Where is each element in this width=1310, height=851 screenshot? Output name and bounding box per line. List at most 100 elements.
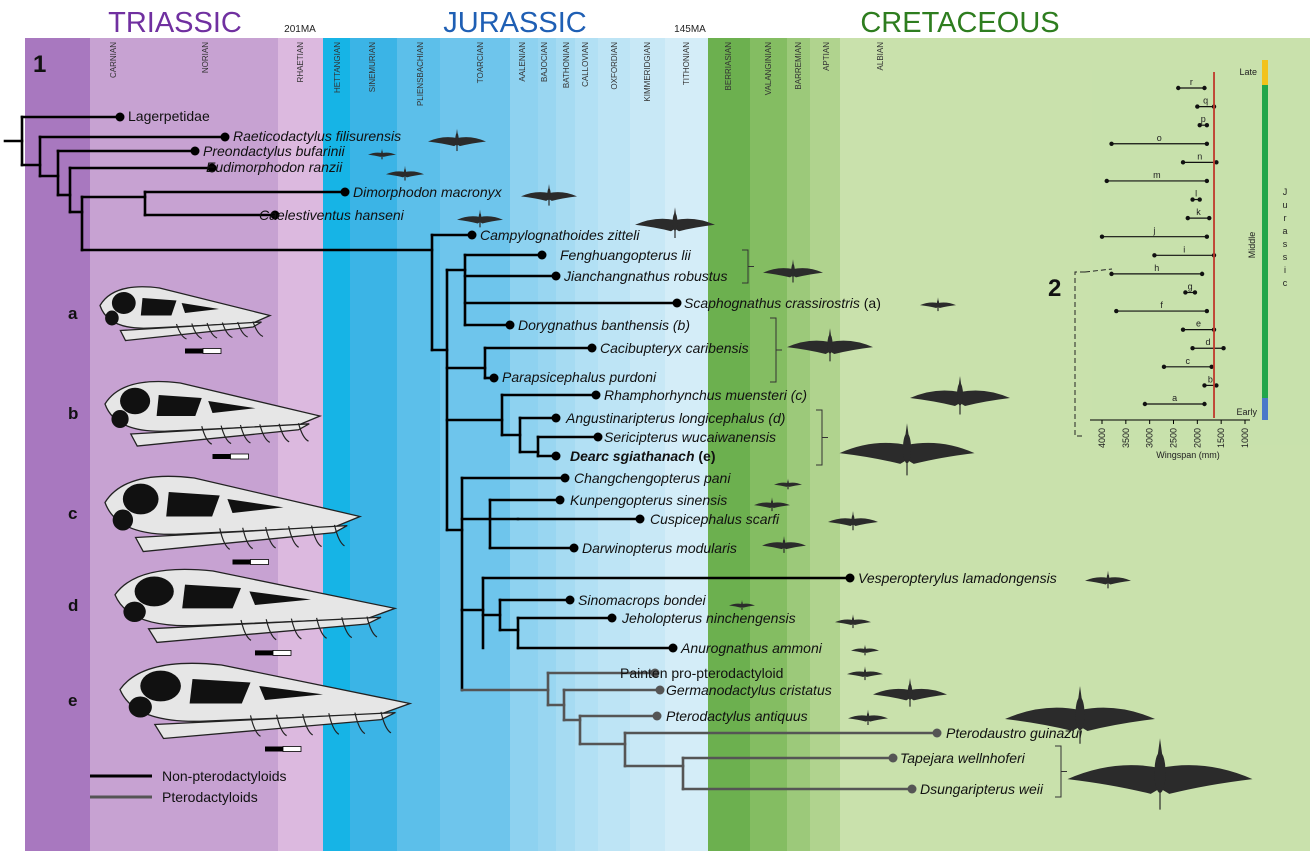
wingspan-row-label-m: m <box>1153 170 1161 180</box>
tree-tip-dot <box>116 113 125 122</box>
skull-label-e: e <box>68 691 77 710</box>
taxon-label: Raeticodactylus filisurensis <box>233 128 401 144</box>
tree-tip-dot <box>846 574 855 583</box>
taxon-label: Cuspicephalus scarfi <box>650 511 780 527</box>
wingspan-max-point-k <box>1207 216 1211 220</box>
skull-fenestra-antorbital <box>182 585 241 609</box>
period-letter: c <box>1283 278 1288 288</box>
wingspan-max-point-o <box>1205 142 1209 146</box>
taxon-label: Anurognathus ammoni <box>680 640 823 656</box>
skull-fenestra-temporal <box>105 311 119 326</box>
tree-tip-dot <box>566 596 575 605</box>
legend-non-pterodactyloid-label: Non-pterodactyloids <box>162 768 287 784</box>
taxon-label: Tapejara wellnhoferi <box>900 750 1026 766</box>
tree-tip-dot <box>889 754 898 763</box>
scale-bar-white <box>203 349 221 354</box>
period-letter: s <box>1283 239 1288 249</box>
period-letter: J <box>1283 187 1288 197</box>
taxon-label: Germanodactylus cristatus <box>666 682 832 698</box>
scale-bar-black <box>255 650 273 655</box>
stage-label-carnian: CARNIAN <box>109 42 118 78</box>
wingspan-min-point-l <box>1190 197 1194 201</box>
scale-bar-black <box>233 560 251 565</box>
wingspan-max-point-h <box>1200 272 1204 276</box>
taxon-label: Vesperopterylus lamadongensis <box>858 570 1057 586</box>
wingspan-min-point-q <box>1195 104 1199 108</box>
x-tick-label-3500: 3500 <box>1121 428 1131 448</box>
taxon-label: Lagerpetidae <box>128 108 210 124</box>
wingspan-max-point-r <box>1202 86 1206 90</box>
taxon-label: Rhamphorhynchus muensteri (c) <box>604 387 807 403</box>
skull-label-d: d <box>68 596 78 615</box>
tree-tip-dot <box>933 729 942 738</box>
tree-tip-dot <box>608 614 617 623</box>
wingspan-row-label-a: a <box>1172 393 1177 403</box>
epoch-label-late: Late <box>1239 67 1257 77</box>
taxon-label: Sericipterus wucaiwanensis <box>604 429 776 445</box>
stage-label-callovian: CALLOVIAN <box>581 42 590 87</box>
wingspan-min-point-d <box>1190 346 1194 350</box>
x-axis-label: Wingspan (mm) <box>1156 450 1220 460</box>
stage-band-6 <box>440 38 510 851</box>
taxon-label: Angustinaripterus longicephalus (d) <box>565 410 785 426</box>
wingspan-min-point-r <box>1176 86 1180 90</box>
scale-bar-black <box>185 349 203 354</box>
skull-label-b: b <box>68 404 78 423</box>
tree-tip-dot <box>221 133 230 142</box>
x-tick-label-4000: 4000 <box>1097 428 1107 448</box>
wingspan-min-point-c <box>1162 365 1166 369</box>
panel-label-1: 1 <box>33 51 46 78</box>
wingspan-row-label-i: i <box>1183 244 1185 254</box>
wingspan-min-point-n <box>1181 160 1185 164</box>
tree-tip-dot <box>341 188 350 197</box>
period-jurassic: JURASSIC <box>443 7 586 39</box>
wingspan-row-label-h: h <box>1154 263 1159 273</box>
period-cretaceous: CRETACEOUS <box>860 7 1059 39</box>
x-tick-label-1000: 1000 <box>1240 428 1250 448</box>
wingspan-row-label-j: j <box>1152 226 1155 236</box>
taxon-label: Dimorphodon macronyx <box>353 184 503 200</box>
period-letter: u <box>1282 200 1287 210</box>
wingspan-row-label-c: c <box>1186 356 1191 366</box>
wingspan-max-point-g <box>1193 290 1197 294</box>
taxon-label: Dorygnathus banthensis (b) <box>518 317 690 333</box>
tree-tip-dot <box>561 474 570 483</box>
stage-label-oxfordian: OXFORDIAN <box>610 42 619 90</box>
stage-band-7 <box>510 38 538 851</box>
period-letter: s <box>1283 252 1288 262</box>
taxon-label: Campylognathoides zitteli <box>480 227 640 243</box>
taxon-label: Darwinopterus modularis <box>582 540 737 556</box>
x-tick-label-1500: 1500 <box>1216 428 1226 448</box>
stage-label-pliensbachian: PLIENSBACHIAN <box>416 42 425 106</box>
stage-label-tithonian: TITHONIAN <box>682 42 691 85</box>
scale-bar-black <box>265 747 283 752</box>
wingspan-min-point-e <box>1181 327 1185 331</box>
skull-fenestra-orbit <box>123 484 159 515</box>
taxon-label: Dearc sgiathanach (e) <box>570 448 716 464</box>
wingspan-min-point-b <box>1202 383 1206 387</box>
taxon-label: Preondactylus bufarinii <box>203 143 346 159</box>
tree-tip-dot <box>490 374 499 383</box>
wingspan-row-label-d: d <box>1206 337 1211 347</box>
stage-band-9 <box>556 38 575 851</box>
period-triassic: TRIASSIC <box>108 7 242 39</box>
stage-band-8 <box>538 38 556 851</box>
taxon-label: Caelestiventus hanseni <box>259 207 405 223</box>
wingspan-row-label-p: p <box>1201 114 1206 124</box>
taxon-label: Eudimorphodon ranzii <box>206 159 343 175</box>
epoch-label-early: Early <box>1236 407 1257 417</box>
scale-bar-white <box>251 560 269 565</box>
stage-band-5 <box>397 38 440 851</box>
skull-fenestra-orbit <box>120 388 150 414</box>
stage-label-valanginian: VALANGINIAN <box>764 42 773 95</box>
taxon-label: Jianchangnathus robustus <box>563 268 727 284</box>
wingspan-min-point-j <box>1100 235 1104 239</box>
wingspan-min-point-i <box>1152 253 1156 257</box>
tree-tip-dot <box>636 515 645 524</box>
taxon-label: Dsungaripterus weii <box>920 781 1044 797</box>
skull-fenestra-antorbital <box>190 679 251 704</box>
taxon-label: Kunpengopterus sinensis <box>570 492 727 508</box>
wingspan-max-point-j <box>1205 235 1209 239</box>
stage-label-berriasian: BERRIASIAN <box>724 42 733 91</box>
tree-tip-dot <box>653 712 662 721</box>
